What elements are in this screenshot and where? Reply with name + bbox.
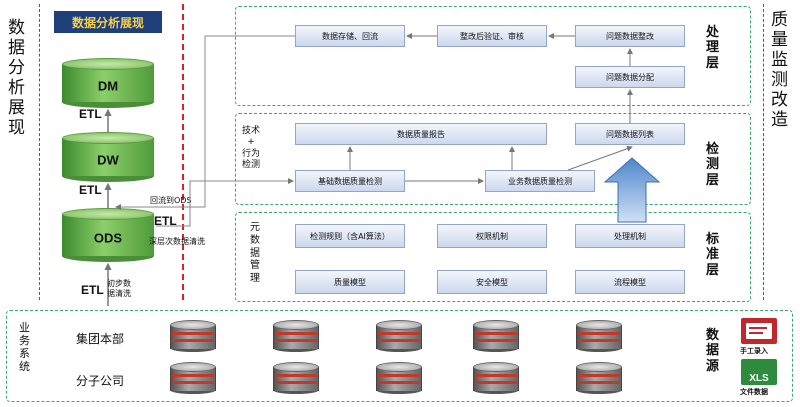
server-icon bbox=[376, 320, 422, 352]
business-check-box: 业务数据质量检测 bbox=[485, 170, 595, 192]
left-divider-thick bbox=[182, 4, 184, 300]
etl-label-ods-return: ETL bbox=[154, 214, 177, 228]
rectify-box: 问题数据整改 bbox=[575, 25, 685, 47]
left-vertical-title: 数 据 分 析 展 现 bbox=[8, 18, 25, 139]
standard-layer-box bbox=[235, 212, 751, 302]
standard-side-label: 元 数 据 管 理 bbox=[250, 222, 260, 285]
file-data-label: 文件数据 bbox=[740, 388, 768, 396]
note-return-ods: 回流到ODS bbox=[150, 196, 192, 205]
detection-layer-box bbox=[235, 113, 751, 205]
etl-label-dm: ETL bbox=[79, 107, 102, 121]
verify-audit-box: 整改后验证、审核 bbox=[437, 25, 547, 47]
server-icon bbox=[576, 362, 622, 394]
server-icon bbox=[576, 320, 622, 352]
left-divider-thin bbox=[39, 4, 40, 300]
analysis-banner: 数据分析展现 bbox=[54, 11, 162, 33]
server-icon bbox=[376, 362, 422, 394]
right-vertical-title: 质量 监测 改造 bbox=[771, 10, 788, 131]
server-icon bbox=[170, 362, 216, 394]
quality-model-box: 质量模型 bbox=[295, 270, 405, 294]
note-deep-cleaning: 深层次数据清洗 bbox=[149, 237, 205, 246]
right-divider bbox=[763, 4, 764, 300]
issue-list-box: 问题数据列表 bbox=[575, 123, 685, 145]
manual-entry-label: 手工录入 bbox=[740, 347, 768, 355]
hq-label: 集团本部 bbox=[76, 332, 125, 346]
excel-file-icon: XLS bbox=[741, 359, 777, 385]
basic-check-box: 基础数据质量检测 bbox=[295, 170, 405, 192]
source-layer-label: 数据源 bbox=[706, 328, 720, 374]
etl-label-dw: ETL bbox=[79, 183, 102, 197]
business-system-label: 业务 系统 bbox=[19, 321, 30, 373]
note-initial-cleaning: 初步数 据清洗 bbox=[107, 279, 131, 298]
etl-label-source: ETL bbox=[81, 283, 104, 297]
quality-report-box: 数据质量报告 bbox=[295, 123, 547, 145]
store-return-box: 数据存储、回流 bbox=[295, 25, 405, 47]
database-ods: ODS bbox=[62, 208, 154, 262]
server-icon bbox=[273, 320, 319, 352]
server-icon bbox=[473, 320, 519, 352]
distribute-box: 问题数据分配 bbox=[575, 66, 685, 88]
server-icon bbox=[473, 362, 519, 394]
security-model-box: 安全模型 bbox=[437, 270, 547, 294]
permission-box: 权限机制 bbox=[437, 224, 547, 248]
processing-layer-box bbox=[235, 6, 751, 106]
branch-label: 分子公司 bbox=[76, 374, 125, 388]
rule-box: 检测规则（含AI算法） bbox=[295, 224, 405, 248]
manual-entry-icon bbox=[741, 318, 777, 344]
detection-layer-label: 检测层 bbox=[706, 142, 720, 188]
database-dw: DW bbox=[62, 132, 154, 182]
detection-side-label: 技术 + 行为 检测 bbox=[242, 126, 261, 170]
processing-layer-label: 处理层 bbox=[706, 25, 720, 71]
source-box bbox=[6, 310, 793, 402]
flow-model-box: 流程模型 bbox=[575, 270, 685, 294]
server-icon bbox=[170, 320, 216, 352]
database-dm: DM bbox=[62, 58, 154, 108]
server-icon bbox=[273, 362, 319, 394]
process-mechanism-box: 处理机制 bbox=[575, 224, 685, 248]
standard-layer-label: 标准层 bbox=[706, 232, 720, 278]
